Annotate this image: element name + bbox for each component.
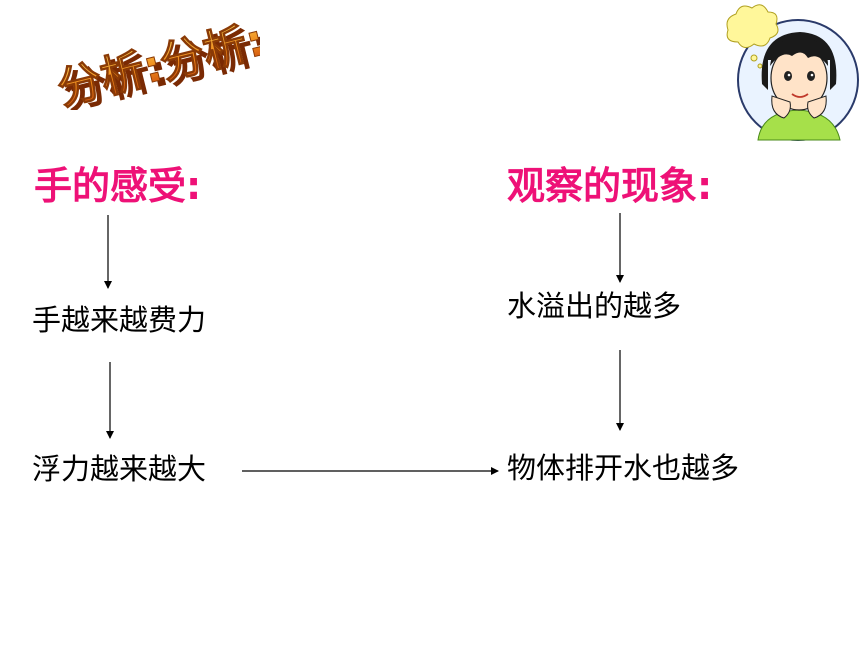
thought-bubble-icon — [726, 4, 779, 69]
left-heading: 手的感受: — [34, 164, 202, 208]
left-step-2: 浮力越来越大 — [32, 452, 207, 486]
thinking-girl-icon — [726, 4, 859, 141]
right-heading: 观察的现象: — [507, 164, 713, 208]
left-step-1: 手越来越费力 — [32, 303, 207, 337]
right-step-1: 水溢出的越多 — [507, 289, 682, 323]
right-step-2: 物体排开水也越多 — [507, 451, 740, 485]
title-word-art: 分析:分析: 分析:分析: — [52, 14, 260, 110]
